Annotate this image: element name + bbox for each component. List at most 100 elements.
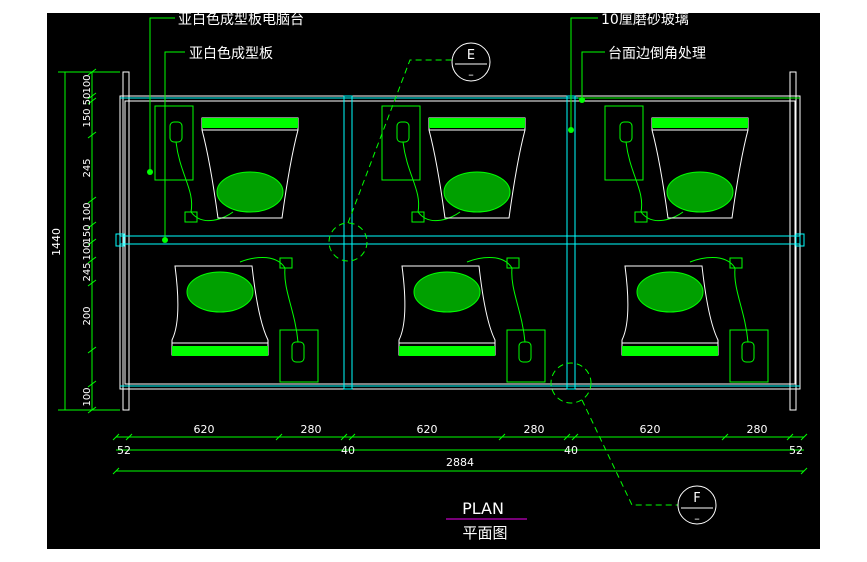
socket-icon	[729, 257, 743, 269]
dim-tick	[125, 433, 133, 441]
dim-label-left: 200	[82, 306, 93, 325]
chair-icon	[428, 117, 526, 219]
socket-icon	[506, 257, 520, 269]
workstation-top-2	[381, 105, 526, 223]
leader-dots	[147, 97, 585, 243]
dim-label-left: 50	[82, 93, 93, 106]
cable-line	[689, 257, 749, 343]
keyboard-tray	[172, 346, 268, 356]
dim-tick	[721, 433, 729, 441]
dim-tick	[87, 380, 97, 388]
label-desk: 亚白色成型板电脑台	[178, 13, 304, 28]
callout-e: E –	[451, 42, 491, 82]
callout-f-letter: F	[693, 491, 700, 506]
workstation-bottom-1	[171, 257, 319, 383]
divider-right	[566, 95, 576, 390]
dim-label-bottom: 620	[417, 423, 438, 436]
mouse-icon	[291, 341, 305, 363]
callout-f: F –	[677, 485, 717, 525]
detail-callouts	[328, 59, 678, 506]
left-connector	[115, 233, 125, 247]
label-panel: 亚白色成型板	[189, 45, 273, 62]
label-edge: 台面边倒角处理	[608, 46, 706, 62]
dim-overall-height: 1440	[50, 228, 63, 256]
cad-canvas: E – F – 亚白色成型板电脑台 亚白色成型板 10厘磨砂玻璃 台面边倒角处理…	[47, 13, 820, 549]
dim-label-small: 40	[564, 444, 578, 457]
callout-e-circle	[451, 42, 491, 82]
dim-tick	[87, 221, 97, 229]
detail-circle-e	[328, 222, 368, 262]
callout-e-dash: –	[468, 68, 474, 81]
seat-pattern	[636, 271, 704, 313]
callout-f-circle	[677, 485, 717, 525]
chair-icon	[651, 117, 749, 219]
dim-tick	[87, 68, 97, 76]
dim-label-left: 100	[82, 202, 93, 221]
workstation-bottom-3	[621, 257, 769, 383]
cpu-tower	[506, 329, 546, 383]
keyboard-tray	[429, 118, 525, 128]
seat-pattern	[666, 171, 734, 213]
dim-tick	[87, 196, 97, 204]
socket-icon	[634, 211, 648, 223]
workstation-top-3	[604, 105, 749, 223]
dim-tick	[87, 406, 97, 414]
callout-leader-f	[581, 399, 678, 506]
dim-label-left: 245	[82, 262, 93, 281]
dim-label-left: 100	[82, 241, 93, 260]
inner-frame	[124, 100, 796, 385]
seat-pattern	[443, 171, 511, 213]
seat-pattern	[413, 271, 481, 313]
dim-label-left: 150	[82, 224, 93, 243]
dim-tick	[498, 433, 506, 441]
dim-tick	[340, 433, 348, 441]
dim-label-left: 100	[82, 74, 93, 93]
mouse-icon	[396, 121, 410, 143]
keyboard-tray	[652, 118, 748, 128]
dim-tick	[87, 238, 97, 246]
cable-line	[239, 257, 299, 343]
dim-label-small: 40	[341, 444, 355, 457]
cpu-tower	[279, 329, 319, 383]
outer-frame	[119, 95, 801, 390]
cpu-tower	[604, 105, 644, 181]
center-partition	[119, 235, 801, 245]
dim-tick	[87, 256, 97, 264]
dim-tick	[112, 467, 120, 475]
cpu-tower	[381, 105, 421, 181]
dim-label-left: 100	[82, 387, 93, 406]
left-dimensions	[58, 71, 120, 411]
dim-overall-width: 2884	[446, 456, 474, 469]
mouse-icon	[741, 341, 755, 363]
workstations	[154, 105, 769, 383]
dim-tick	[87, 92, 97, 100]
left-dimension-ticks	[87, 68, 97, 414]
cable-line	[466, 257, 526, 343]
detail-circle-f	[550, 362, 592, 404]
callout-leader-e	[347, 59, 452, 224]
dim-label-bottom: 280	[301, 423, 322, 436]
mouse-icon	[169, 121, 183, 143]
dim-tick	[800, 433, 808, 441]
keyboard-tray	[202, 118, 298, 128]
dim-label-bottom: 280	[747, 423, 768, 436]
mouse-icon	[518, 341, 532, 363]
left-end-panel	[122, 71, 130, 411]
seat-pattern	[216, 171, 284, 213]
chair-icon	[201, 117, 299, 219]
dim-tick	[571, 433, 579, 441]
socket-icon	[279, 257, 293, 269]
dim-tick	[348, 433, 356, 441]
workstation-top-1	[154, 105, 299, 223]
dim-tick	[275, 433, 283, 441]
right-connector	[795, 233, 805, 247]
socket-icon	[411, 211, 425, 223]
title-cn: 平面图	[462, 524, 507, 542]
dim-tick	[87, 346, 97, 354]
workstation-bottom-2	[398, 257, 546, 383]
partitions	[119, 95, 801, 390]
dim-label-bottom: 620	[640, 423, 661, 436]
bottom-dimension-ticks	[112, 433, 808, 475]
